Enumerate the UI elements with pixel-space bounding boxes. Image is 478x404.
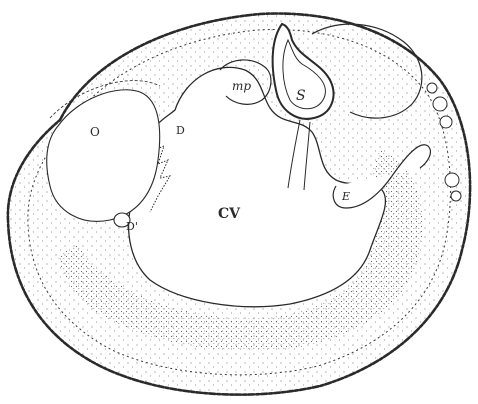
label-o: O xyxy=(90,125,100,139)
label-mp: mp xyxy=(232,79,251,93)
label-d-prime: D' xyxy=(126,220,138,233)
bleb-3 xyxy=(445,173,459,187)
label-s: S xyxy=(296,88,306,104)
bleb-4 xyxy=(451,191,461,201)
bleb-2 xyxy=(440,116,452,128)
bleb-1 xyxy=(433,97,447,111)
label-cv: CV xyxy=(218,206,241,222)
bleb-5 xyxy=(427,83,437,93)
label-d: D xyxy=(176,124,185,137)
label-e: E xyxy=(341,190,350,203)
